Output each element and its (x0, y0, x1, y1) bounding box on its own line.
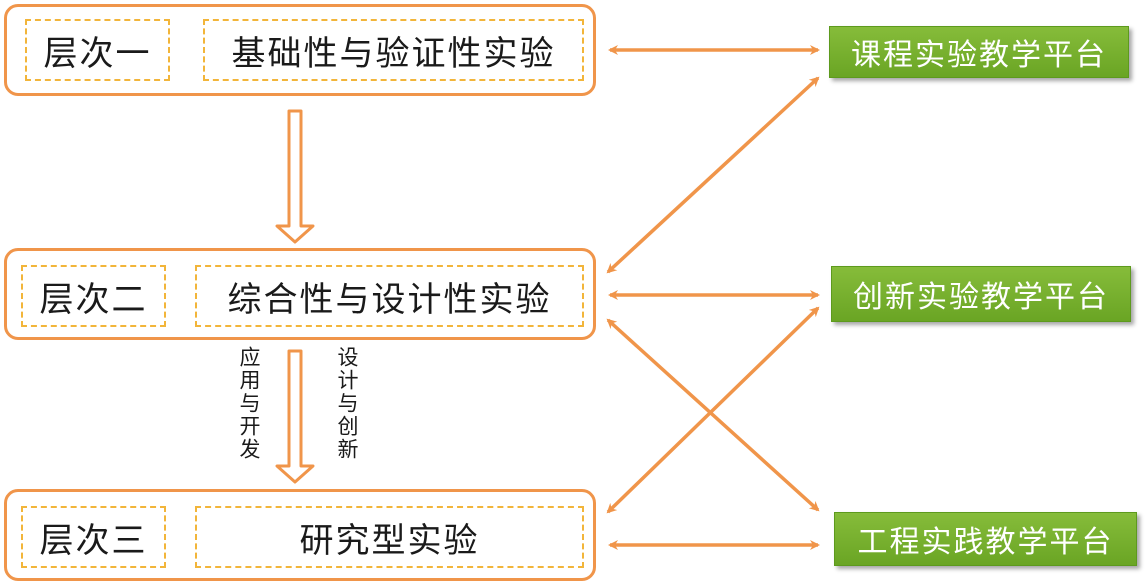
level-three-box: 层次三 研究型实验 (4, 489, 596, 581)
level-three-type: 研究型实验 (195, 506, 584, 568)
level-one-type: 基础性与验证性实验 (203, 19, 584, 81)
down-arrow-2-3 (275, 349, 315, 484)
platform-course: 课程实验教学平台 (829, 26, 1129, 78)
level-two-type: 综合性与设计性实验 (195, 265, 584, 327)
flow-label-application: 应用与开发 (237, 346, 261, 461)
level-three-tier: 层次三 (21, 506, 166, 568)
arrow-level2-course (606, 76, 820, 274)
level-one-box: 层次一 基础性与验证性实验 (4, 4, 596, 96)
flow-label-design: 设计与创新 (335, 346, 359, 461)
platform-innovation: 创新实验教学平台 (831, 266, 1131, 322)
level-one-tier: 层次一 (25, 19, 170, 81)
platform-engineering: 工程实践教学平台 (834, 512, 1137, 566)
level-two-box: 层次二 综合性与设计性实验 (4, 248, 596, 340)
level-two-tier: 层次二 (21, 265, 166, 327)
down-arrow-1-2 (275, 109, 315, 244)
arrow-level3-innovation (606, 306, 820, 514)
